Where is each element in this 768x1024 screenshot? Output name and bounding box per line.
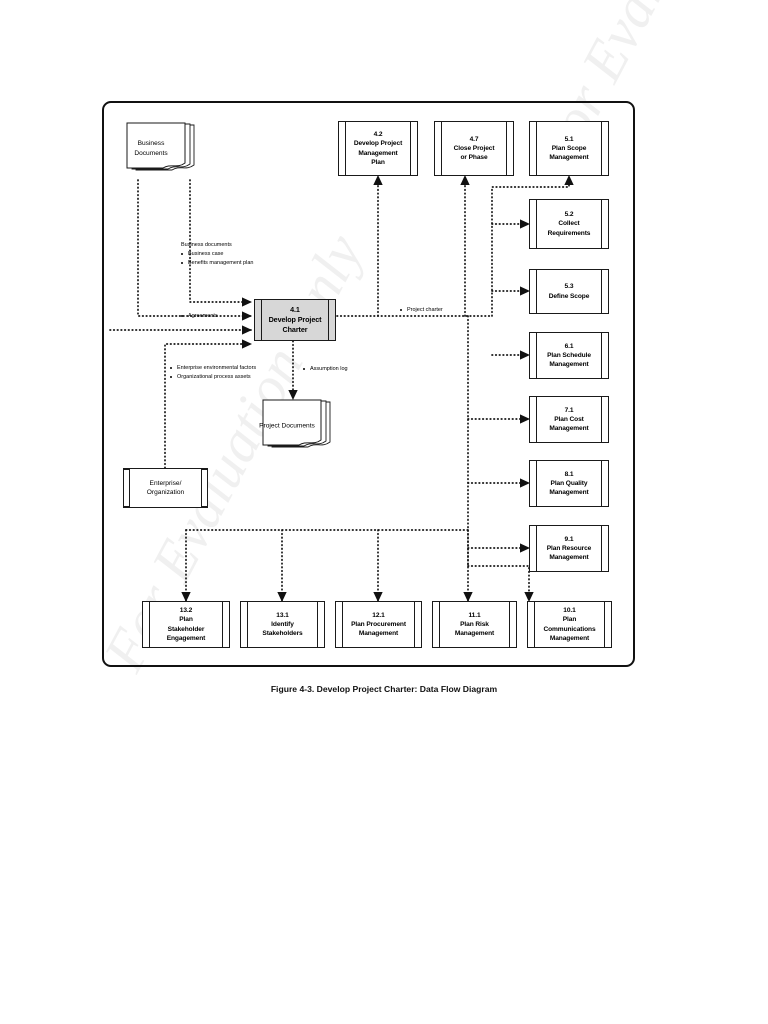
multi-document-icon	[126, 122, 195, 171]
process-4-2-develop-project-management-plan: 4.2 Develop Project Management Plan	[338, 121, 418, 176]
process-8-1-label: 8.1 Plan Quality Management	[549, 470, 589, 497]
flow-label-title: Business documents	[181, 242, 232, 248]
process-inner-bar-right	[222, 602, 223, 647]
flow-label-enterprise-factors: Enterprise environmental factors Organiz…	[170, 364, 256, 382]
flow-label-business-documents: Business documents Business case Benefit…	[181, 241, 253, 268]
flow-label-agreements: Agreements	[181, 312, 218, 321]
flow-label-assumption-log: Assumption log	[303, 365, 348, 374]
process-inner-bar-left	[536, 270, 537, 313]
process-inner-bar-left	[247, 602, 248, 647]
process-8-1-plan-quality-management: 8.1 Plan Quality Management	[529, 460, 609, 507]
process-inner-bar-left	[534, 602, 535, 647]
process-9-1-plan-resource-management: 9.1 Plan Resource Management	[529, 525, 609, 572]
process-inner-bar-left	[345, 122, 346, 175]
process-inner-bar-left	[342, 602, 343, 647]
wire-business-documents-to-41	[137, 179, 253, 321]
process-inner-bar-left	[536, 397, 537, 442]
process-inner-bar-left	[149, 602, 150, 647]
process-inner-bar-left	[536, 526, 537, 571]
process-6-1-plan-schedule-management: 6.1 Plan Schedule Management	[529, 332, 609, 379]
flow-label-bullet: Business case	[181, 250, 253, 259]
flow-label-project-charter: Project charter	[400, 306, 443, 315]
wire-41-to-101	[467, 565, 534, 603]
external-entity-enterprise-organization: Enterprise/ Organization	[123, 468, 208, 508]
process-4-2-label: 4.2 Develop Project Management Plan	[353, 131, 403, 166]
process-inner-bar-right	[410, 122, 411, 175]
wire-41-to-51	[491, 174, 574, 317]
entity-right-bar	[201, 469, 208, 507]
flow-label-bullet: Enterprise environmental factors	[170, 364, 256, 373]
process-inner-bar-left	[536, 122, 537, 175]
flow-label-bullet: Project charter	[400, 306, 443, 315]
process-11-1-plan-risk-management: 11.1 Plan Risk Management	[432, 601, 517, 648]
process-5-2-label: 5.2 Collect Requirements	[547, 211, 591, 237]
figure-caption: Figure 4-3. Develop Project Charter: Dat…	[270, 684, 498, 694]
process-inner-bar-left	[536, 333, 537, 378]
process-13-1-identify-stakeholders: 13.1 Identify Stakeholders	[240, 601, 325, 648]
process-5-1-plan-scope-management: 5.1 Plan Scope Management	[529, 121, 609, 176]
process-12-1-plan-procurement-management: 12.1 Plan Procurement Management	[335, 601, 422, 648]
process-inner-bar-left	[536, 461, 537, 506]
process-13-2-plan-stakeholder-engagement: 13.2 Plan Stakeholder Engagement	[142, 601, 230, 648]
process-inner-bar-left	[439, 602, 440, 647]
process-inner-bar-right	[506, 122, 507, 175]
flow-label-bullet: Benefits management plan	[181, 259, 253, 268]
process-12-1-label: 12.1 Plan Procurement Management	[351, 611, 406, 638]
process-5-3-label: 5.3 Define Scope	[548, 283, 590, 300]
flow-label-bullet: Organizational process assets	[170, 373, 256, 382]
process-4-1-label: 4.1 Develop Project Charter	[268, 305, 322, 334]
process-6-1-label: 6.1 Plan Schedule Management	[547, 342, 591, 369]
process-13-2-label: 13.2 Plan Stakeholder Engagement	[166, 607, 206, 642]
external-entity-label: Enterprise/ Organization	[146, 479, 185, 496]
process-7-1-label: 7.1 Plan Cost Management	[549, 406, 589, 433]
data-store-project-documents: Project Documents	[258, 398, 334, 456]
data-store-business-documents: Business Documents	[122, 121, 198, 179]
wire-enterprise-to-41	[164, 339, 253, 469]
process-inner-bar-right	[601, 200, 602, 248]
diagram-frame	[102, 101, 635, 667]
process-4-7-label: 4.7 Close Project or Phase	[453, 135, 495, 162]
process-7-1-plan-cost-management: 7.1 Plan Cost Management	[529, 396, 609, 443]
process-inner-bar-right	[601, 526, 602, 571]
process-4-1-develop-project-charter: 4.1 Develop Project Charter	[254, 299, 336, 341]
process-10-1-label: 10.1 Plan Communications Management	[543, 607, 596, 642]
process-13-1-label: 13.1 Identify Stakeholders	[262, 611, 303, 638]
process-inner-bar-right	[601, 333, 602, 378]
process-inner-bar-left	[536, 200, 537, 248]
process-inner-bar-left	[441, 122, 442, 175]
process-inner-bar-right	[604, 602, 605, 647]
process-inner-bar-left	[261, 300, 262, 340]
entity-left-bar	[123, 469, 130, 507]
process-4-7-close-project-or-phase: 4.7 Close Project or Phase	[434, 121, 514, 176]
flow-label-bullet: Agreements	[181, 312, 218, 321]
process-10-1-plan-communications-management: 10.1 Plan Communications Management	[527, 601, 612, 648]
process-9-1-label: 9.1 Plan Resource Management	[546, 535, 592, 562]
data-store-project-documents-label: Project Documents	[259, 422, 315, 430]
process-11-1-label: 11.1 Plan Risk Management	[454, 611, 495, 638]
process-inner-bar-right	[601, 270, 602, 313]
process-5-1-label: 5.1 Plan Scope Management	[549, 135, 589, 162]
process-5-2-collect-requirements: 5.2 Collect Requirements	[529, 199, 609, 249]
process-inner-bar-right	[328, 300, 329, 340]
process-inner-bar-right	[601, 397, 602, 442]
multi-document-icon	[262, 399, 331, 448]
process-inner-bar-right	[414, 602, 415, 647]
data-store-business-documents-label: Business Documents	[134, 139, 168, 157]
process-inner-bar-right	[317, 602, 318, 647]
process-5-3-define-scope: 5.3 Define Scope	[529, 269, 609, 314]
process-inner-bar-right	[601, 461, 602, 506]
wire-business-docs-bullets-to-41	[189, 179, 253, 307]
process-inner-bar-right	[601, 122, 602, 175]
process-inner-bar-right	[509, 602, 510, 647]
flow-label-bullet: Assumption log	[303, 365, 348, 374]
